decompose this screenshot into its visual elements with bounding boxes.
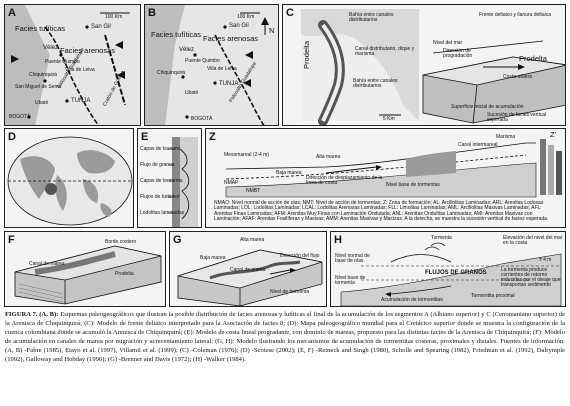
panel-g-item: Dirección del flujo [280,253,320,259]
panel-a-san-miguel: San Miguel de Sema [15,84,62,90]
panel-h: H Tormenta Nivel normal de base de olas … [330,231,566,307]
panel-h-tormenta: Tormenta [431,235,452,241]
panel-b-facies-tuff: Facies tufíticas [151,30,202,39]
panel-c-diagram [301,9,565,125]
panel-b-san-gil: San Gil [229,23,249,29]
panel-b-scale: 100 Km [237,14,255,20]
panel-b-facies-sand: Facies arenosas [203,34,259,43]
panel-c-frente: Frente deltaico y llanura deltaica [479,12,551,18]
panel-c-sucesion: Sucesión de facies vertical esperada [487,112,547,123]
panel-b: B 100 Km N Facies tufíticas Facies areno… [144,4,279,126]
panel-b-villa-leiva: Villa de Leiva [207,66,237,72]
panel-z-tag: Canal intermareal [458,142,498,148]
panel-a-chiquinquira: Chiquinquirá [29,72,58,78]
panel-a-facies-sand: Facies arenosas [60,46,116,55]
figure-caption: FIGURA 7. (A, B): Esquemas paleogeográfi… [5,310,565,364]
panel-h-flujos: FLUJOS DE GRANOS [425,270,487,276]
panel-c-bay-bottom: Bahía entre canales distributarios [353,78,398,89]
panel-c-canal: Canal distributario, dique y marisma [355,46,415,57]
panel-c-nivel-mar: Nivel del mar [433,40,463,46]
panel-a-tunja: TUNJA [71,98,91,104]
panel-a-san-gil: San Gil [91,24,111,30]
panel-z-label: Z [209,131,216,143]
panel-e-label: E [141,131,149,143]
panel-b-map [145,5,278,125]
panel-f-label: F [8,234,15,246]
panel-g-item: Canal de marea [230,267,266,273]
panel-z-tag: Marisma [496,134,516,140]
panel-z-legend: NMAO: Nivel normal de acción de olas; NM… [214,200,549,223]
panel-c-scale: 5 Km [383,116,395,122]
caption-lead: FIGURA 7. (A, B): [5,311,59,318]
panel-d-map [7,136,133,226]
panel-g-label: G [173,234,182,246]
panel-a-velez: Vélez [43,45,59,51]
panel-c: C Prodelta Bahía entre canales distribut… [282,4,566,126]
panel-h-nivel-tormenta: Nivel base de tormenta [335,275,366,286]
panel-z-tag: Alta marea [316,154,341,160]
panel-g-item: Alta marea [240,237,265,243]
panel-h-tormentita: Tormentita proximal [471,293,515,299]
panel-a-puente-quimbo: Puente Quimbo [45,59,80,65]
panel-z: Z Z' Mesomareal (2-4 m) Alta marea Baja … [205,128,566,228]
panel-f-prodelta: Prodelta [115,271,134,277]
panel-e-item: Capas de tsunami [140,146,181,152]
panel-c-prodelta-left: Prodelta [302,41,311,69]
panel-g-item: Baja marea [200,255,226,261]
panel-c-costa: Costa-afuera [503,74,532,80]
panel-c-direccion: Dirección de progradación [443,48,473,59]
panel-b-north: N [269,26,275,35]
panel-f: F Canal de marea Borde costero Prodelta [4,231,166,307]
panel-b-puente-quimbo: Puente Quimbo [185,58,220,64]
panel-z-tag: NMAP [224,180,239,186]
panel-g: G Alta marea Baja marea Canal de marea N… [169,231,327,307]
panel-a-scale: 100 Km [105,14,123,20]
panel-a-villa-leiva: Villa de Leiva [65,67,95,73]
panel-e: E Capas de tsunami Flujo de granos Capas… [137,128,202,228]
panel-c-label: C [286,7,294,19]
panel-e-diagram [168,137,198,227]
panel-f-canal: Canal de marea [29,261,65,267]
panel-a: A 100 Km Facies tufíticas Facies arenosa… [4,4,141,126]
panel-h-corrientes: La tormenta produce corrientes de retorn… [501,267,561,288]
panel-d: D [4,128,134,228]
panel-f-borde: Borde costero [105,239,137,245]
panel-a-facies-tuff: Facies tufíticas [15,24,66,33]
panel-z-tag: Baja marea [276,170,302,176]
panel-h-nivel-normal: Nivel normal de base de olas [335,253,370,264]
panel-a-map [5,5,140,125]
panel-c-bay-top: Bahía entre canales distributarios [349,12,394,23]
panel-z-diagram [225,139,562,198]
panel-b-velez: Vélez [179,47,195,53]
panel-h-alt: ± 4 m [539,257,552,263]
panel-z-tag: Nivel base de tormentas [386,182,440,188]
panel-z-tag: Dirección de desplazamiento de la línea … [306,175,383,186]
panel-e-item: Lodolitas laminadas [140,210,185,216]
panel-e-item: Flujos de turbidez [140,194,180,200]
panel-z-tag: NMBT [246,188,261,194]
panel-c-prodelta-right: Prodelta [519,54,547,63]
panel-e-item: Capas de tormenta [140,178,183,184]
panel-b-label: B [148,7,156,19]
panel-b-ubate: Ubaté [185,90,199,96]
panel-a-label: A [8,7,16,19]
panel-b-chiquinquira: Chiquinquirá [157,70,186,76]
panel-a-ubate: Ubaté [35,100,49,106]
panel-h-label: H [334,234,342,246]
panel-b-bogota: BOGOTÁ [191,116,213,122]
panel-h-acumulacion: Acumulación de tormentitas [381,297,443,303]
panel-g-diagram [177,249,323,306]
panel-c-superficie: Superficie inicial de acumulación [451,104,524,110]
panel-z-tag: Mesomareal (2-4 m) [224,152,270,158]
panel-f-diagram [14,245,162,305]
panel-a-bogota: BOGOTÁ [9,114,31,120]
panel-e-item: Flujo de granos [140,162,175,168]
panel-b-tunja: TUNJA [219,81,239,87]
panel-d-label: D [8,131,16,143]
panel-h-diagram [340,242,562,306]
caption-text: Esquemas paleogeográficos que ilustran l… [5,311,565,363]
panel-g-item: Nivel de tormenta [270,289,310,295]
panel-h-elevacion: Elevación del nivel del mar en la costa [503,235,563,246]
panel-z-z-prime: Z' [550,130,557,139]
